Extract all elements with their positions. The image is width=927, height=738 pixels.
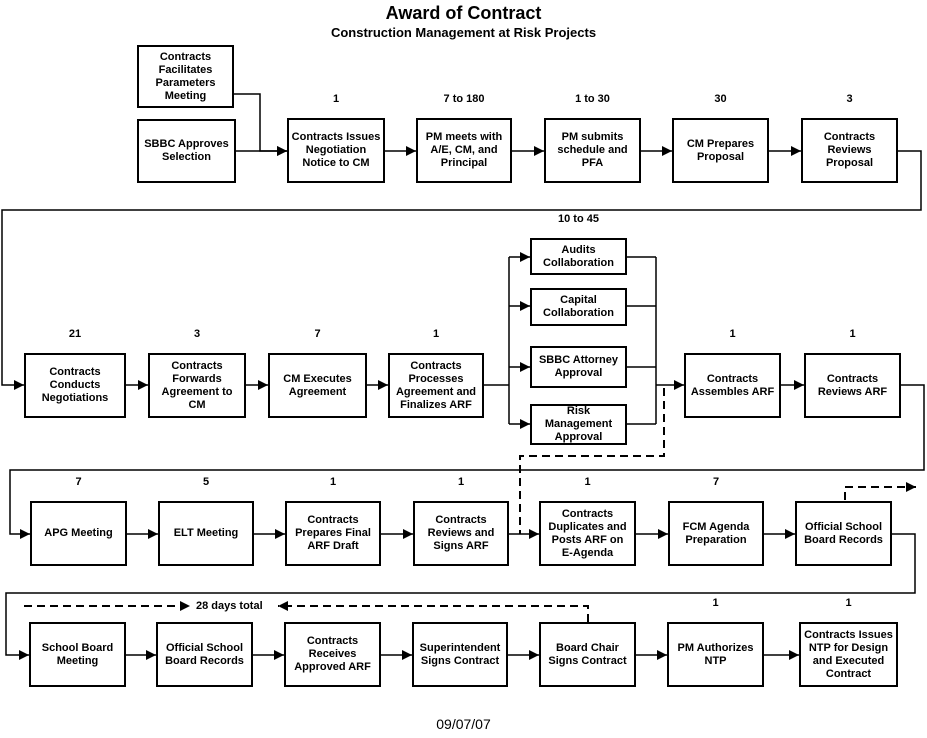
duration-cm-prepares: 30: [714, 93, 727, 105]
step-apg: APG Meeting: [30, 501, 127, 566]
duration-ntp: 1: [845, 597, 852, 609]
step-final-draft: Contracts Prepares Final ARF Draft: [285, 501, 381, 566]
duration-forwards: 3: [193, 328, 201, 340]
step-approves: SBBC Approves Selection: [137, 119, 236, 183]
duration-signs-arf: 1: [457, 476, 465, 488]
duration-pm-submits: 1 to 30: [575, 93, 610, 105]
step-reviews-proposal: Contracts Reviews Proposal: [801, 118, 898, 183]
step-cm-executes: CM Executes Agreement: [268, 353, 367, 418]
total-days-label: 28 days total: [196, 600, 263, 612]
step-cm-prepares: CM Prepares Proposal: [672, 118, 769, 183]
step-duplicates: Contracts Duplicates and Posts ARF on E-…: [539, 501, 636, 566]
duration-audits: 10 to 45: [558, 213, 599, 225]
duration-assembles: 1: [729, 328, 736, 340]
step-signs-arf: Contracts Reviews and Signs ARF: [413, 501, 509, 566]
duration-final-draft: 1: [329, 476, 337, 488]
duration-pm-meets: 7 to 180: [443, 93, 485, 105]
duration-apg: 7: [75, 476, 82, 488]
step-forwards: Contracts Forwards Agreement to CM: [148, 353, 246, 418]
step-receives: Contracts Receives Approved ARF: [284, 622, 381, 687]
step-elt: ELT Meeting: [158, 501, 254, 566]
duration-duplicates: 1: [584, 476, 591, 488]
duration-cm-executes: 7: [314, 328, 321, 340]
step-assembles: Contracts Assembles ARF: [684, 353, 781, 418]
step-sbm: School Board Meeting: [29, 622, 126, 687]
duration-elt: 5: [202, 476, 210, 488]
step-issues-notice: Contracts Issues Negotiation Notice to C…: [287, 118, 385, 183]
duration-fcm: 7: [712, 476, 720, 488]
step-facilitates: Contracts Facilitates Parameters Meeting: [137, 45, 234, 108]
step-pm-submits: PM submits schedule and PFA: [544, 118, 641, 183]
step-superintendent: Superintendent Signs Contract: [412, 622, 508, 687]
step-negotiations: Contracts Conducts Negotiations: [24, 353, 126, 418]
page-title: Award of Contract: [385, 3, 542, 23]
step-reviews-arf: Contracts Reviews ARF: [804, 353, 901, 418]
step-fcm: FCM Agenda Preparation: [668, 501, 764, 566]
duration-reviews-arf: 1: [849, 328, 856, 340]
step-osbr2: Official School Board Records: [156, 622, 253, 687]
step-processes: Contracts Processes Agreement and Finali…: [388, 353, 484, 418]
duration-pm-ntp: 1: [712, 597, 719, 609]
date-label: 09/07/07: [436, 716, 491, 732]
step-pm-ntp: PM Authorizes NTP: [667, 622, 764, 687]
page-subtitle: Construction Management at Risk Projects: [330, 25, 597, 40]
step-chair: Board Chair Signs Contract: [539, 622, 636, 687]
step-osbr1: Official School Board Records: [795, 501, 892, 566]
step-ntp: Contracts Issues NTP for Design and Exec…: [799, 622, 898, 687]
step-audits: Audits Collaboration: [530, 238, 627, 275]
step-attorney: SBBC Attorney Approval: [530, 346, 627, 388]
step-capital: Capital Collaboration: [530, 288, 627, 326]
step-risk: Risk Management Approval: [530, 404, 627, 445]
duration-processes: 1: [432, 328, 440, 340]
duration-issues-notice: 1: [332, 93, 340, 105]
duration-reviews-proposal: 3: [846, 93, 853, 105]
step-pm-meets: PM meets with A/E, CM, and Principal: [416, 118, 512, 183]
duration-negotiations: 21: [68, 328, 82, 340]
